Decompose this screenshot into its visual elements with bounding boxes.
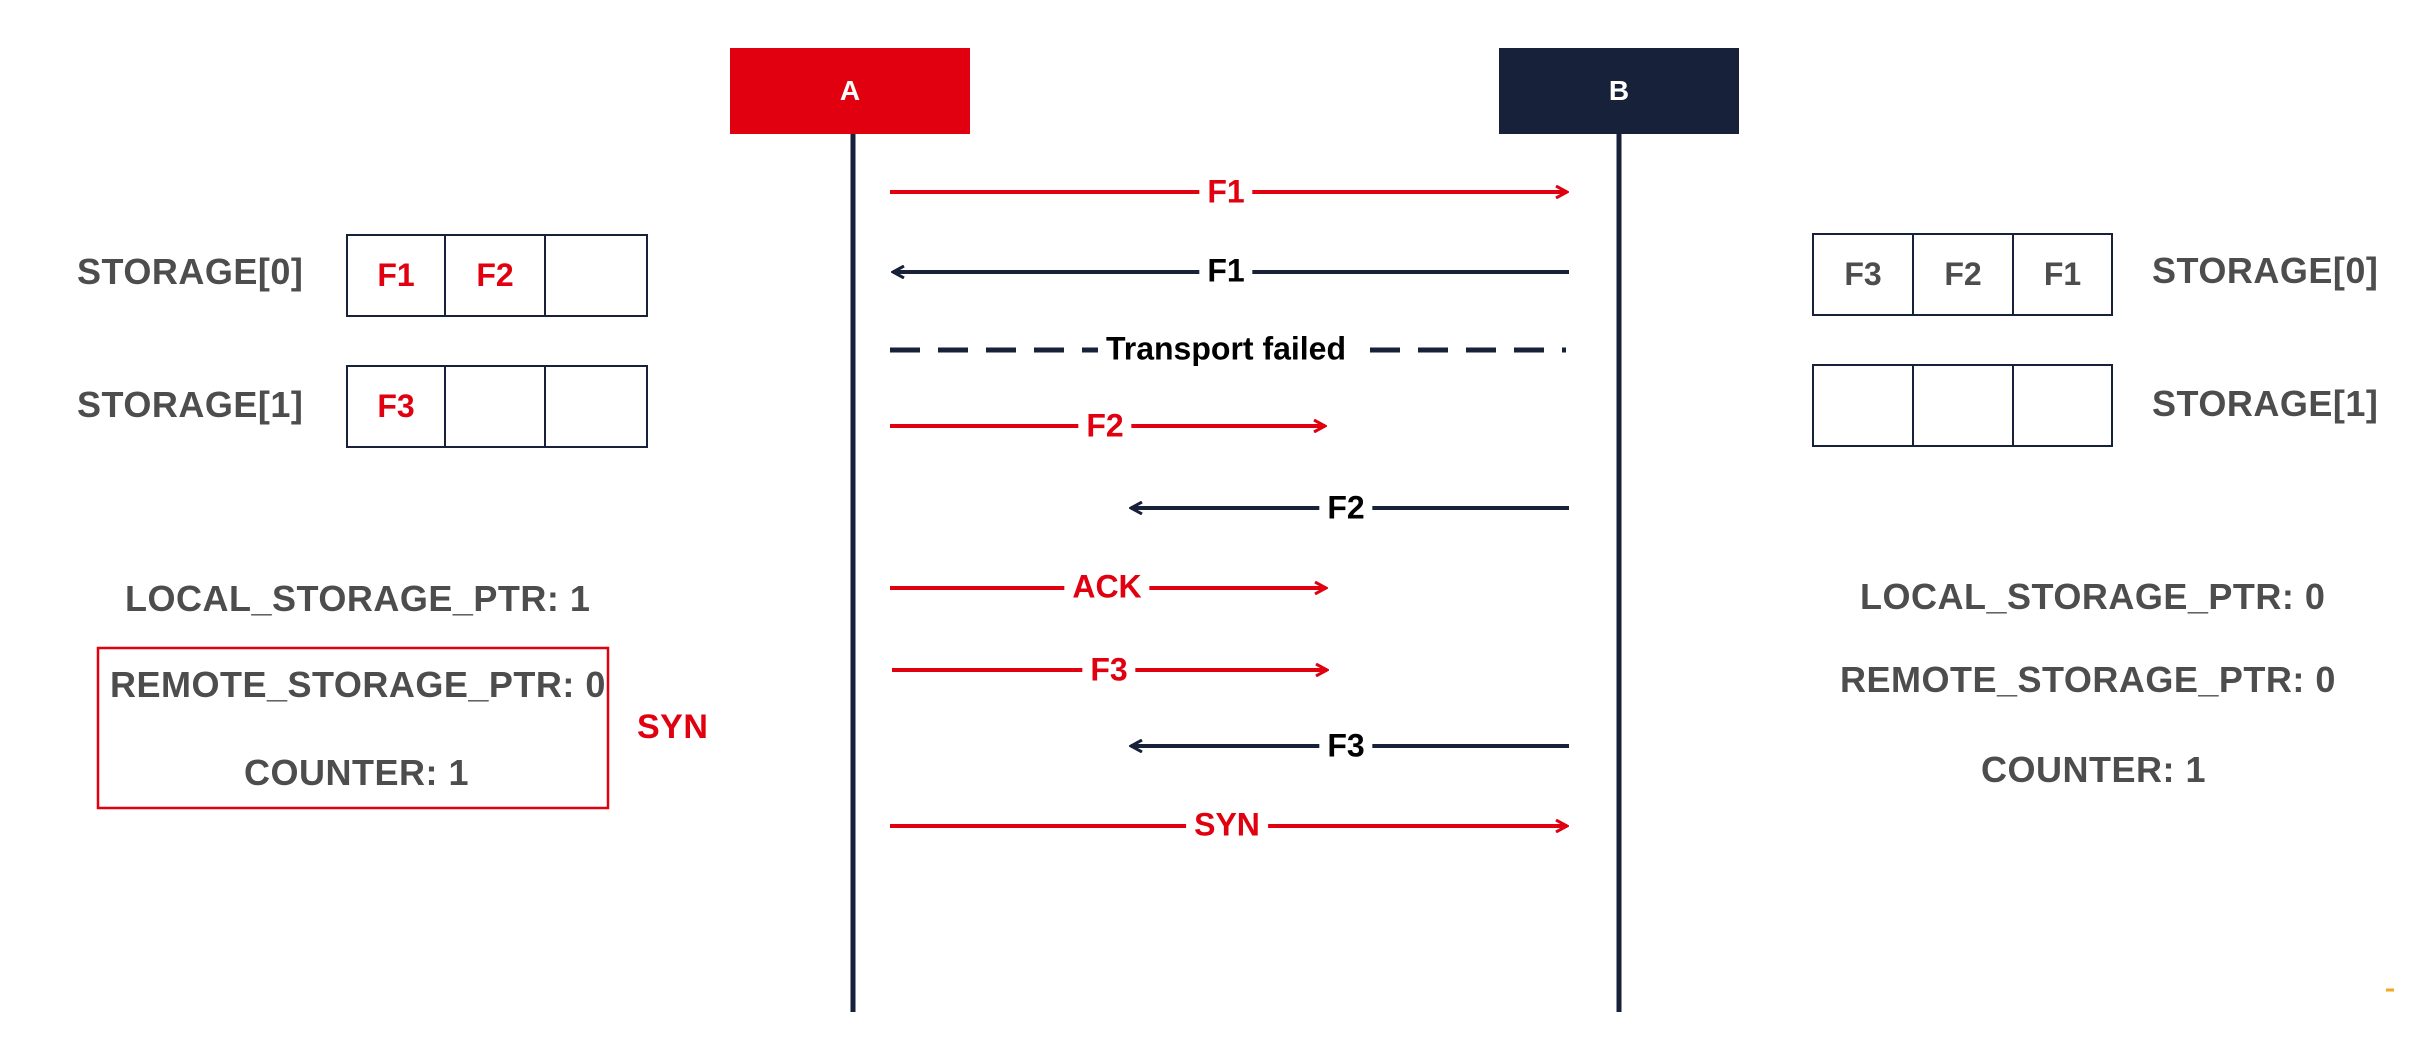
message-label-f1-a-to-b: F1 [1199, 173, 1253, 211]
right-storage1-cell [2013, 365, 2112, 446]
message-label-syn-a-to-b: SYN [1186, 806, 1268, 844]
right-storage1-grid [1812, 364, 2113, 447]
left-storage0-cell: F2 [476, 257, 514, 293]
right-storage0-cell: F3 [1844, 256, 1882, 292]
right-storage1-cell [1913, 365, 2013, 446]
message-label-ack-a-to-b: ACK [1064, 568, 1150, 606]
right-counter: COUNTER: 1 [1981, 749, 2207, 790]
left-storage1-cell [445, 366, 545, 447]
syn-highlight-box [96, 646, 610, 810]
message-label-f3-a-to-b: F3 [1082, 651, 1136, 689]
right-storage0-cell: F2 [1944, 256, 1982, 292]
left-storage1-grid [346, 365, 648, 448]
left-storage0-label: STORAGE[0] [77, 251, 304, 292]
left-remote-storage-ptr: REMOTE_STORAGE_PTR: 0 [110, 664, 606, 705]
right-storage1-cell [1813, 365, 1913, 446]
left-storage0-cell [545, 235, 647, 316]
message-label-f1-b-to-a: F1 [1199, 252, 1253, 290]
left-local-storage-ptr: LOCAL_STORAGE_PTR: 1 [125, 578, 591, 619]
right-local-storage-ptr: LOCAL_STORAGE_PTR: 0 [1860, 576, 2326, 617]
left-storage1-cell [545, 366, 647, 447]
right-storage0-cell: F1 [2043, 256, 2082, 292]
participant-a-box [730, 48, 970, 134]
participant-a-label: A [839, 75, 861, 106]
message-label-f2-a-to-b: F2 [1078, 407, 1132, 445]
left-storage0-cell: F1 [377, 257, 415, 293]
left-storage1-cell: F3 [377, 388, 415, 424]
right-storage0-label: STORAGE[0] [2152, 250, 2379, 291]
participant-b-label: B [1608, 75, 1630, 106]
left-storage1-label: STORAGE[1] [77, 384, 304, 425]
right-storage1-label: STORAGE[1] [2152, 383, 2379, 424]
syn-note: SYN [637, 708, 709, 746]
right-remote-storage-ptr: REMOTE_STORAGE_PTR: 0 [1840, 659, 2336, 700]
message-label-f2-b-to-a: F2 [1319, 489, 1373, 527]
transport-failed-label: Transport failed [1097, 330, 1355, 368]
message-label-f3-b-to-a: F3 [1319, 727, 1373, 765]
participant-b-box [1499, 48, 1739, 134]
right-storage0-grid [1812, 233, 2113, 316]
left-counter: COUNTER: 1 [244, 752, 470, 793]
left-storage0-grid [346, 234, 648, 317]
